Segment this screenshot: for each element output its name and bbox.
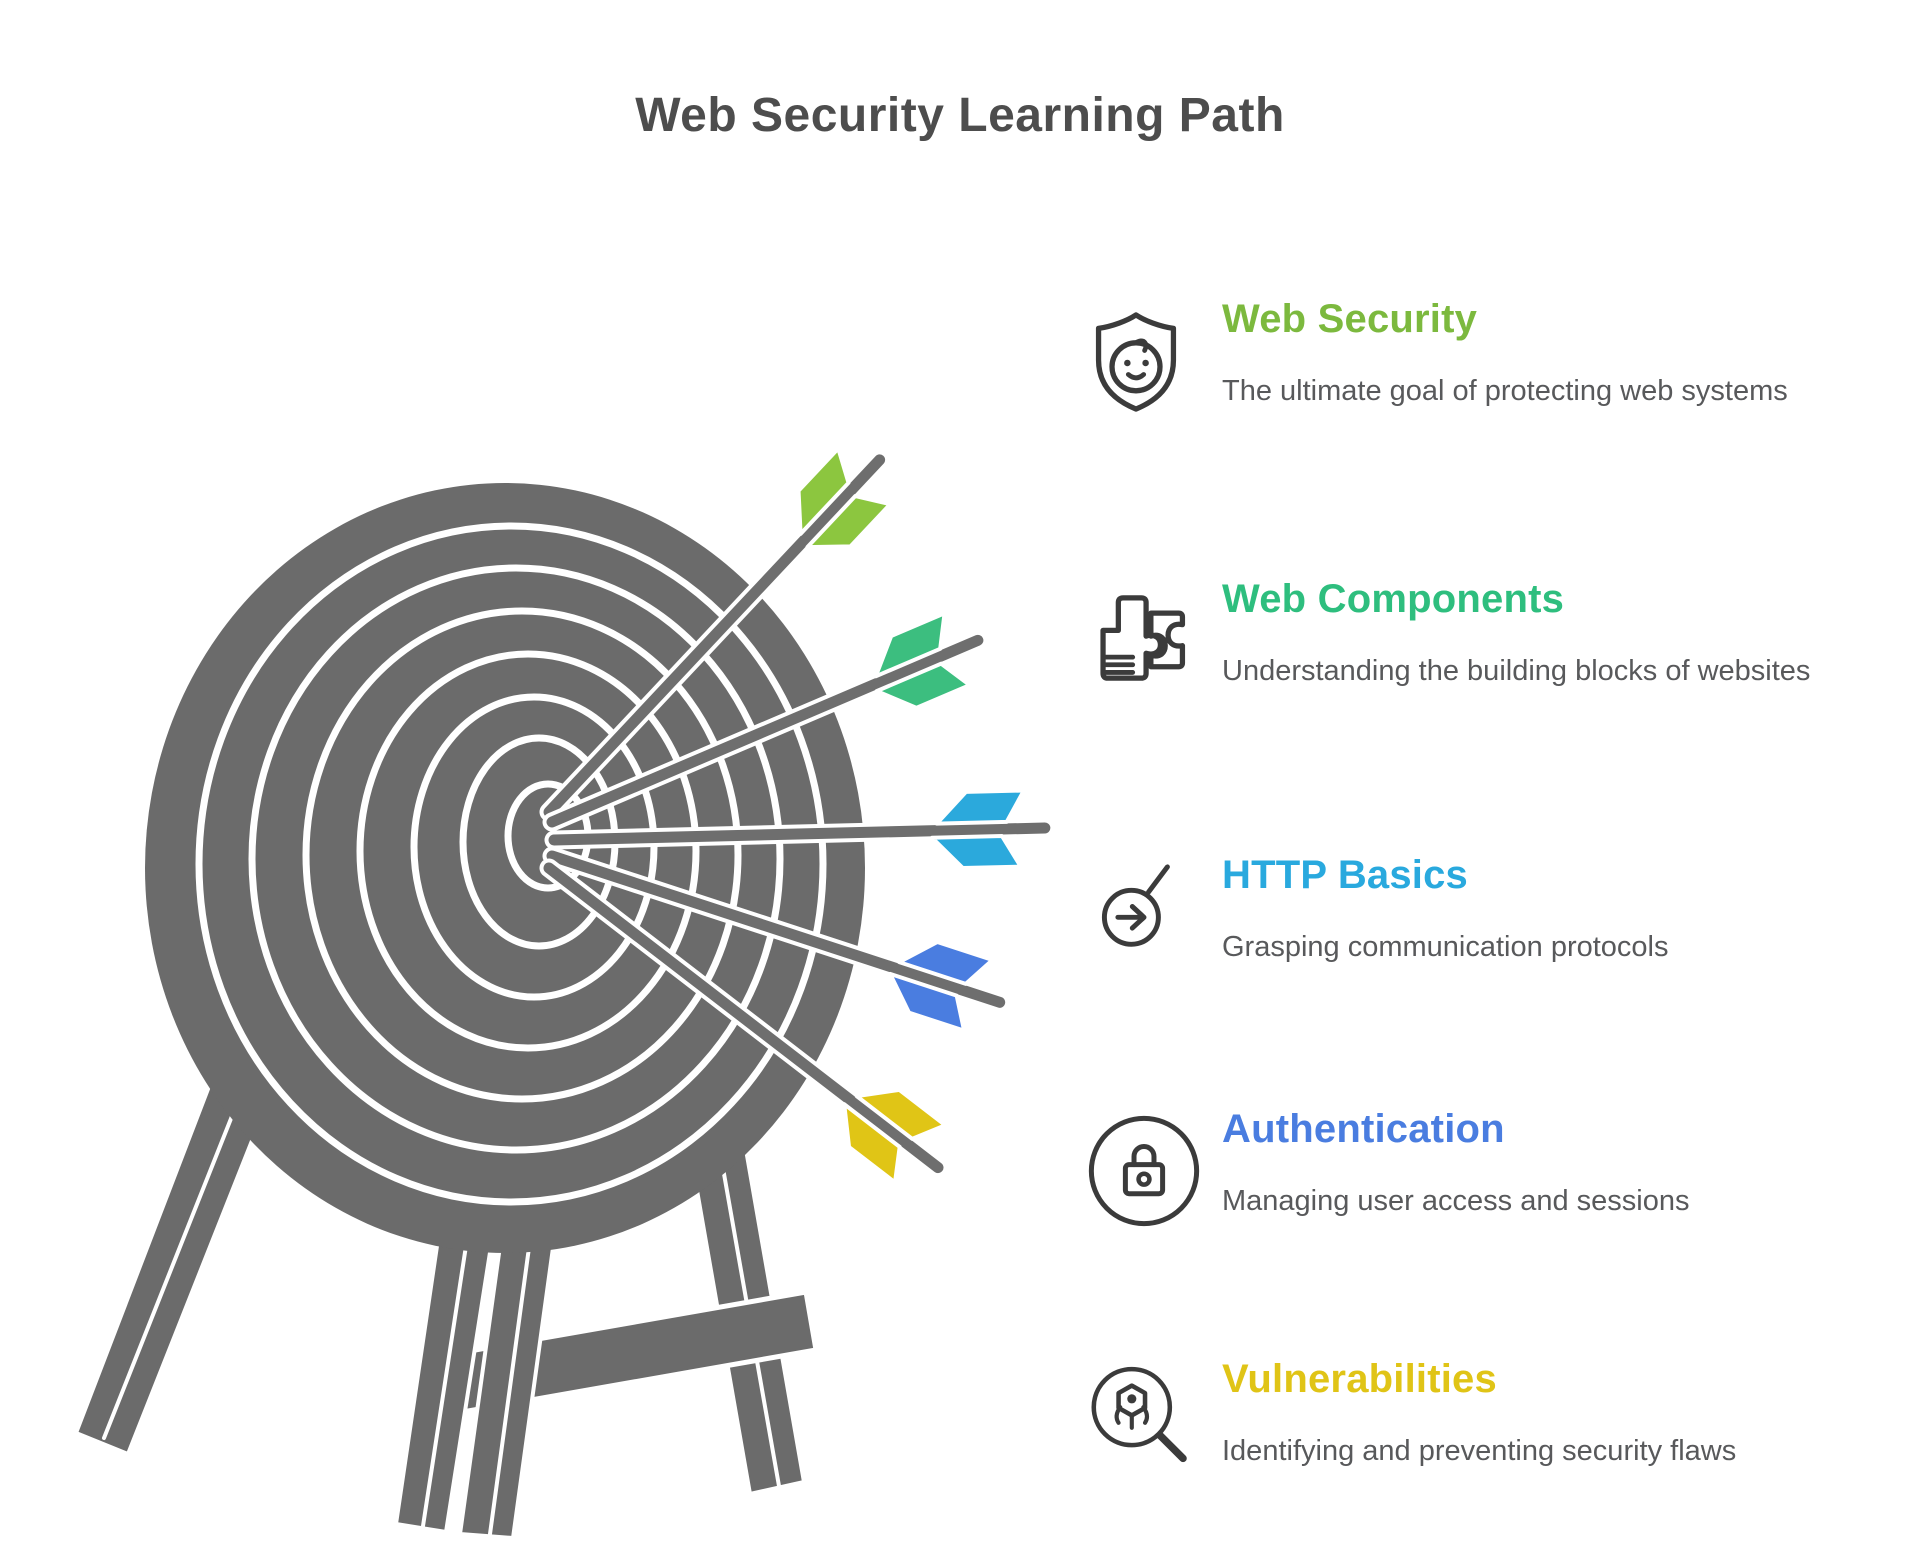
- item-description: Managing user access and sessions: [1222, 1185, 1690, 1217]
- item-description: Grasping communication protocols: [1222, 931, 1669, 963]
- arrow-vulnerabilities: [539, 858, 948, 1185]
- item-heading: HTTP Basics: [1222, 853, 1469, 897]
- item-description: Identifying and preventing security flaw…: [1222, 1435, 1737, 1467]
- fletching-blue: [897, 939, 995, 986]
- shield-face-icon: [1095, 312, 1177, 412]
- bug-magnifier-icon: [1091, 1366, 1187, 1463]
- learning-item-http-basics: HTTP Basics Grasping communication proto…: [1085, 852, 1845, 968]
- item-heading: Web Components: [1222, 577, 1565, 621]
- puzzle-piece-icon: [1100, 595, 1186, 681]
- item-text: Vulnerabilities Identifying and preventi…: [1222, 1356, 1845, 1472]
- arrow-http-basics: [544, 788, 1055, 871]
- page-title: Web Security Learning Path: [635, 89, 1285, 142]
- item-text: Web Security The ultimate goal of protec…: [1222, 296, 1845, 412]
- fletching-emerald: [873, 611, 947, 679]
- item-heading: Authentication: [1222, 1107, 1505, 1151]
- arrow-authentication: [542, 846, 1010, 1033]
- learning-item-web-security: Web Security The ultimate goal of protec…: [1085, 296, 1845, 412]
- item-description: Understanding the building blocks of web…: [1222, 655, 1811, 687]
- learning-item-web-components: Web Components Understanding the buildin…: [1085, 576, 1845, 692]
- item-heading: Vulnerabilities: [1222, 1357, 1497, 1401]
- fletching-green: [796, 446, 851, 536]
- item-text: Authentication Managing user access and …: [1222, 1106, 1845, 1222]
- item-heading: Web Security: [1222, 297, 1478, 341]
- arrow-web-components: [542, 611, 988, 832]
- learning-item-authentication: Authentication Managing user access and …: [1085, 1106, 1845, 1227]
- fletching-yellow: [854, 1087, 948, 1141]
- learning-item-vulnerabilities: Vulnerabilities Identifying and preventi…: [1085, 1356, 1845, 1472]
- item-text: Web Components Understanding the buildin…: [1222, 576, 1845, 692]
- arrow-web-security: [539, 446, 893, 822]
- item-description: The ultimate goal of protecting web syst…: [1222, 375, 1788, 407]
- fletching-cyan: [934, 788, 1026, 826]
- arrow-right-circle-icon: [1101, 864, 1170, 947]
- archery-target-illustration: [76, 446, 1055, 1538]
- padlock-circle-icon: [1088, 1115, 1200, 1227]
- item-text: HTTP Basics Grasping communication proto…: [1222, 852, 1845, 968]
